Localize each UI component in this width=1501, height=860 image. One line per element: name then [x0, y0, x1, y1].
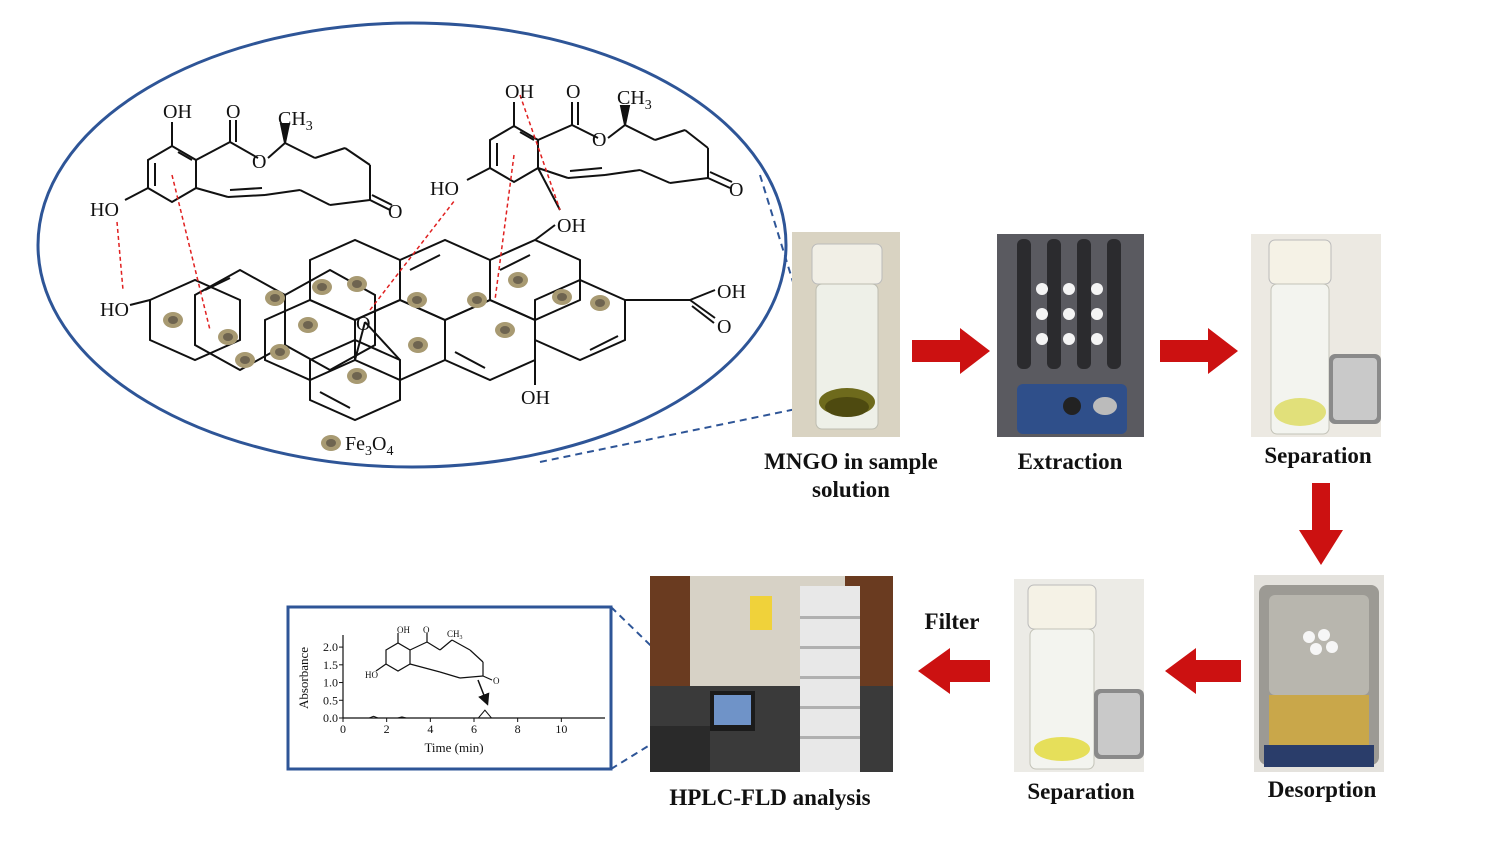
label-hplc-analysis: HPLC-FLD analysis: [669, 785, 871, 810]
inset-molecule-labels: OH O CH3 HO O: [365, 625, 500, 686]
zearalenone-molecule-left: [124, 120, 393, 211]
chemistry-labels: OH O CH3 HO O O OH O CH3 HO O O HO OH O …: [90, 81, 746, 459]
right-ch3-label: CH3: [617, 87, 652, 113]
right-oh-top: OH: [505, 81, 534, 103]
x-axis-label: Time (min): [424, 740, 483, 755]
y-tick-label: 1.5: [323, 658, 338, 672]
interaction-lines: [116, 94, 561, 331]
y-tick-label: 0.0: [323, 711, 338, 725]
left-ring-o: O: [252, 151, 266, 173]
label-filter: Filter: [924, 609, 980, 634]
label-separation-2: Separation: [1027, 779, 1135, 804]
photo-extraction-shaker: [997, 234, 1144, 437]
x-tick-label: 10: [555, 722, 567, 736]
arrow-extraction-to-separation: [1160, 328, 1238, 374]
label-extraction: Extraction: [1017, 449, 1123, 474]
svg-text:O: O: [493, 676, 500, 686]
y-tick-label: 0.5: [323, 693, 338, 707]
mngo-structure-ellipse: [36, 21, 788, 469]
y-tick-label: 1.0: [323, 676, 338, 690]
arrow-desorption-to-separation: [1165, 648, 1241, 694]
left-ketone-o: O: [388, 201, 402, 223]
graphene-oxide-sheet: [129, 224, 716, 422]
photo-desorption-ultrasonic: [1254, 575, 1384, 772]
x-tick-label: 4: [427, 722, 433, 736]
chromatogram-inset: [286, 605, 613, 771]
photo-hplc-system: [650, 576, 893, 772]
x-tick-label: 2: [384, 722, 390, 736]
label-desorption: Desorption: [1267, 777, 1377, 802]
svg-text:O: O: [423, 625, 430, 635]
photo-separation-1: [1251, 234, 1381, 437]
right-ho: HO: [430, 178, 459, 200]
inset-zearalenone: [375, 633, 493, 706]
arrow-separation-to-hplc: [918, 648, 990, 694]
left-ho: HO: [90, 199, 119, 221]
graphene-oh-bottom: OH: [521, 387, 550, 409]
left-o-top: O: [226, 101, 240, 123]
fe3o4-legend-label: Fe3O4: [345, 433, 393, 459]
arrow-mngo-to-extraction: [912, 328, 990, 374]
graphene-ho-left: HO: [100, 299, 129, 321]
photo-separation-2: [1014, 579, 1144, 772]
photo-mngo-vial: [792, 232, 900, 437]
arrow-separation-to-desorption: [1299, 483, 1343, 565]
flow-arrows: [912, 328, 1343, 694]
right-ketone-o: O: [729, 179, 743, 201]
graphene-oh-top: OH: [557, 215, 586, 237]
y-axis-label: Absorbance: [296, 647, 311, 709]
svg-text:OH: OH: [397, 625, 410, 635]
x-tick-label: 0: [340, 722, 346, 736]
right-ring-o: O: [592, 129, 606, 151]
y-tick-label: 2.0: [323, 640, 338, 654]
svg-text:HO: HO: [365, 670, 378, 680]
zoom-leader-line-bottom: [539, 401, 831, 463]
graphene-epoxide-o: O: [356, 313, 370, 335]
left-oh-top: OH: [163, 101, 192, 123]
left-ch3-label: CH3: [278, 108, 313, 134]
fe3o4-particles: [163, 272, 610, 451]
label-separation-1: Separation: [1264, 443, 1372, 468]
zearalenone-molecule-right: [466, 102, 733, 211]
right-o-top: O: [566, 81, 580, 103]
svg-text:CH3: CH3: [447, 629, 463, 641]
graphene-cooh-o: O: [717, 316, 731, 338]
chromatogram-trace: [343, 709, 605, 719]
graphene-cooh-oh: OH: [717, 281, 746, 303]
x-tick-label: 8: [515, 722, 521, 736]
x-tick-label: 6: [471, 722, 477, 736]
